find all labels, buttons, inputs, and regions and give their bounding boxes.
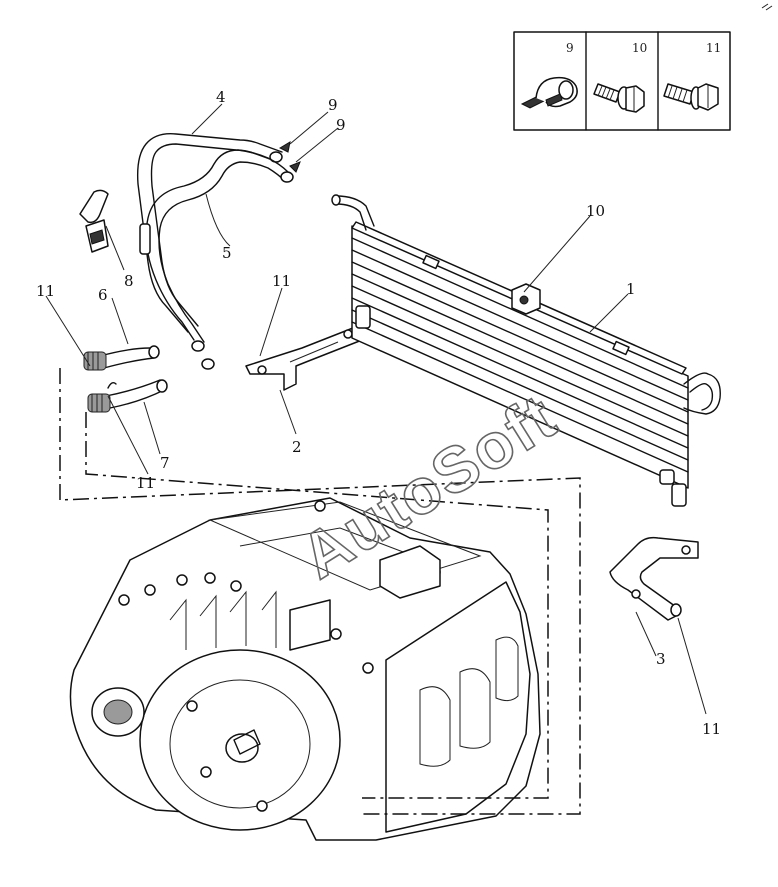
callout-9-upper: 9 bbox=[328, 96, 338, 114]
transmission-housing bbox=[69, 497, 541, 841]
callout-7: 7 bbox=[160, 454, 170, 472]
callout-11-lower-left: 11 bbox=[136, 474, 155, 492]
callout-8: 8 bbox=[124, 272, 134, 290]
oil-pipe-6 bbox=[83, 345, 160, 371]
callout-10: 10 bbox=[586, 202, 605, 220]
hose-clamp-8 bbox=[79, 189, 109, 253]
oil-pipe-7 bbox=[87, 379, 168, 413]
callout-3: 3 bbox=[656, 650, 666, 668]
legend-number-9: 9 bbox=[566, 41, 574, 55]
hex-bolt-icon bbox=[663, 83, 719, 111]
mounting-bracket-3 bbox=[609, 536, 699, 621]
fastener-legend: 9 10 11 bbox=[513, 31, 731, 131]
callout-4: 4 bbox=[216, 88, 226, 106]
oil-cooler-1 bbox=[331, 194, 721, 507]
leader-lines bbox=[45, 103, 707, 715]
hose-arrow-upper bbox=[278, 140, 291, 153]
callout-11-bracket: 11 bbox=[272, 272, 291, 290]
hose-arrow-lower bbox=[289, 161, 301, 173]
flange-bolt-icon bbox=[593, 83, 645, 113]
callout-6: 6 bbox=[98, 286, 108, 304]
corner-mark bbox=[761, 3, 773, 11]
callout-2: 2 bbox=[292, 438, 302, 456]
callout-11-left: 11 bbox=[36, 282, 55, 300]
callout-11-right: 11 bbox=[702, 720, 721, 738]
legend-number-11: 11 bbox=[706, 41, 721, 55]
clamp-icon bbox=[520, 76, 578, 109]
routing-line-outer bbox=[59, 368, 581, 815]
callout-5: 5 bbox=[222, 244, 232, 262]
callout-9-lower: 9 bbox=[336, 116, 346, 134]
routing-line-inner bbox=[85, 412, 549, 799]
mounting-bracket-2 bbox=[245, 325, 363, 391]
legend-number-10: 10 bbox=[632, 41, 647, 55]
callout-1: 1 bbox=[626, 280, 636, 298]
oil-hose-5 bbox=[139, 149, 294, 370]
